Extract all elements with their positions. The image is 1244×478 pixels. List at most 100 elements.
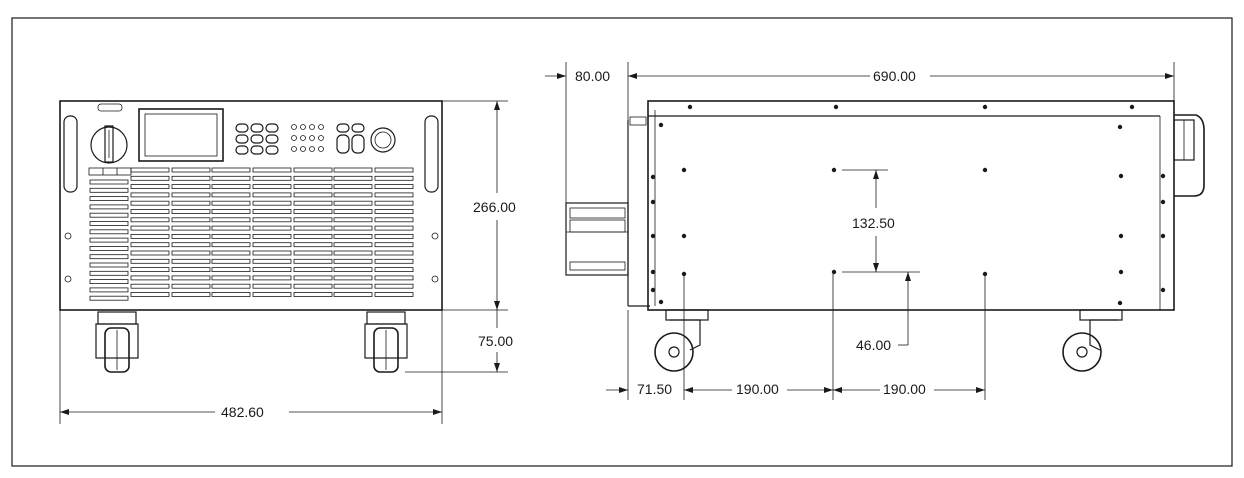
vent-slot [252, 225, 292, 231]
vent-slot [211, 233, 251, 239]
rear-terminal-block [565, 202, 629, 276]
keypad-small-key [291, 124, 297, 130]
keypad-small-key [309, 135, 315, 141]
vent-slot [89, 187, 129, 193]
keypad [235, 123, 365, 155]
keypad-small-key [309, 146, 315, 152]
vent-slot [252, 292, 292, 297]
vent-slot [374, 192, 414, 198]
vent-slot [130, 217, 170, 223]
vent-slot [211, 267, 251, 273]
keypad-button [351, 134, 365, 154]
dim-hole-from-front: 71.50 [637, 381, 672, 397]
dim-hole-vertical: 132.50 [852, 215, 895, 231]
vent-slot [171, 209, 211, 214]
keypad-small-key [300, 124, 306, 130]
keypad-button [250, 123, 264, 133]
vent-slot [333, 192, 373, 198]
screw-hole [650, 287, 656, 293]
vent-slot [252, 217, 292, 223]
keypad-small-key [318, 135, 324, 141]
screw-hole [1118, 269, 1124, 275]
keypad-button [265, 134, 279, 144]
vent-slot [252, 184, 292, 190]
vent-slot [333, 200, 373, 206]
vent-slot [293, 258, 333, 264]
dim-hole-spacing-2: 190.00 [883, 381, 926, 397]
keypad-small-key [318, 124, 324, 130]
vent-slot [252, 275, 292, 281]
keypad-small-key [300, 146, 306, 152]
label-slot [97, 103, 123, 112]
vent-slot [374, 209, 414, 214]
vent-slot [374, 167, 414, 173]
vent-slot [374, 242, 414, 248]
keypad-button [351, 123, 365, 133]
screw-hole [1117, 300, 1123, 306]
vent-slot [211, 275, 251, 281]
dim-caster-height: 75.00 [478, 333, 513, 349]
screw-hole [658, 299, 664, 305]
keypad-button [250, 134, 264, 144]
keypad-small-key [318, 146, 324, 152]
screw-hole [833, 104, 839, 110]
keypad-small-key [291, 146, 297, 152]
vent-slot [89, 229, 129, 235]
screw-hole [1117, 124, 1123, 130]
front-view [59, 100, 443, 373]
rotary-knob [370, 127, 396, 153]
screw-hole [687, 104, 693, 110]
vent-slot [171, 250, 211, 256]
dim-rear-offset: 80.00 [575, 68, 610, 84]
vent-slot [130, 184, 170, 190]
vent-slot [211, 192, 251, 198]
vent-slot [211, 184, 251, 190]
vent-slot [333, 275, 373, 281]
vent-slot [89, 237, 129, 243]
vent-slot [211, 175, 251, 181]
right-handle [424, 115, 439, 193]
vent-slot [171, 200, 211, 206]
screw-hole [1160, 199, 1166, 205]
ventilation-grille [89, 167, 414, 301]
vent-slot [293, 175, 333, 181]
vent-slot [333, 209, 373, 214]
vent-slot [171, 267, 211, 273]
vent-slot [333, 184, 373, 190]
vent-slot [252, 192, 292, 198]
screw-hole [831, 269, 837, 275]
right-mount-hole-bottom [431, 275, 439, 283]
vent-slot [333, 283, 373, 289]
vent-slot [252, 283, 292, 289]
power-switch [90, 125, 128, 164]
vent-slot [130, 233, 170, 239]
keypad-small-key [300, 135, 306, 141]
vent-slot [171, 275, 211, 281]
keypad-small-key [309, 124, 315, 130]
screw-hole [650, 174, 656, 180]
front-dimension-lines [59, 100, 508, 424]
vent-slot [130, 292, 170, 297]
keypad-button [265, 145, 279, 155]
vent-slot [171, 283, 211, 289]
vent-slot [333, 250, 373, 256]
vent-slot [130, 200, 170, 206]
vent-slot [374, 233, 414, 239]
vent-slot [252, 242, 292, 248]
vent-slot [252, 200, 292, 206]
vent-slot [374, 292, 414, 297]
vent-slot [374, 258, 414, 264]
screw-hole [831, 167, 837, 173]
vent-slot [89, 221, 129, 226]
vent-slot [293, 267, 333, 273]
dim-hole-from-bottom: 46.00 [856, 337, 891, 353]
vent-slot [89, 254, 129, 260]
vent-slot [333, 217, 373, 223]
screw-hole [1118, 173, 1124, 179]
vent-slot [89, 196, 129, 202]
vent-slot [211, 167, 251, 173]
vent-slot [171, 233, 211, 239]
side-front-handle [1173, 114, 1205, 197]
screw-hole [650, 269, 656, 275]
